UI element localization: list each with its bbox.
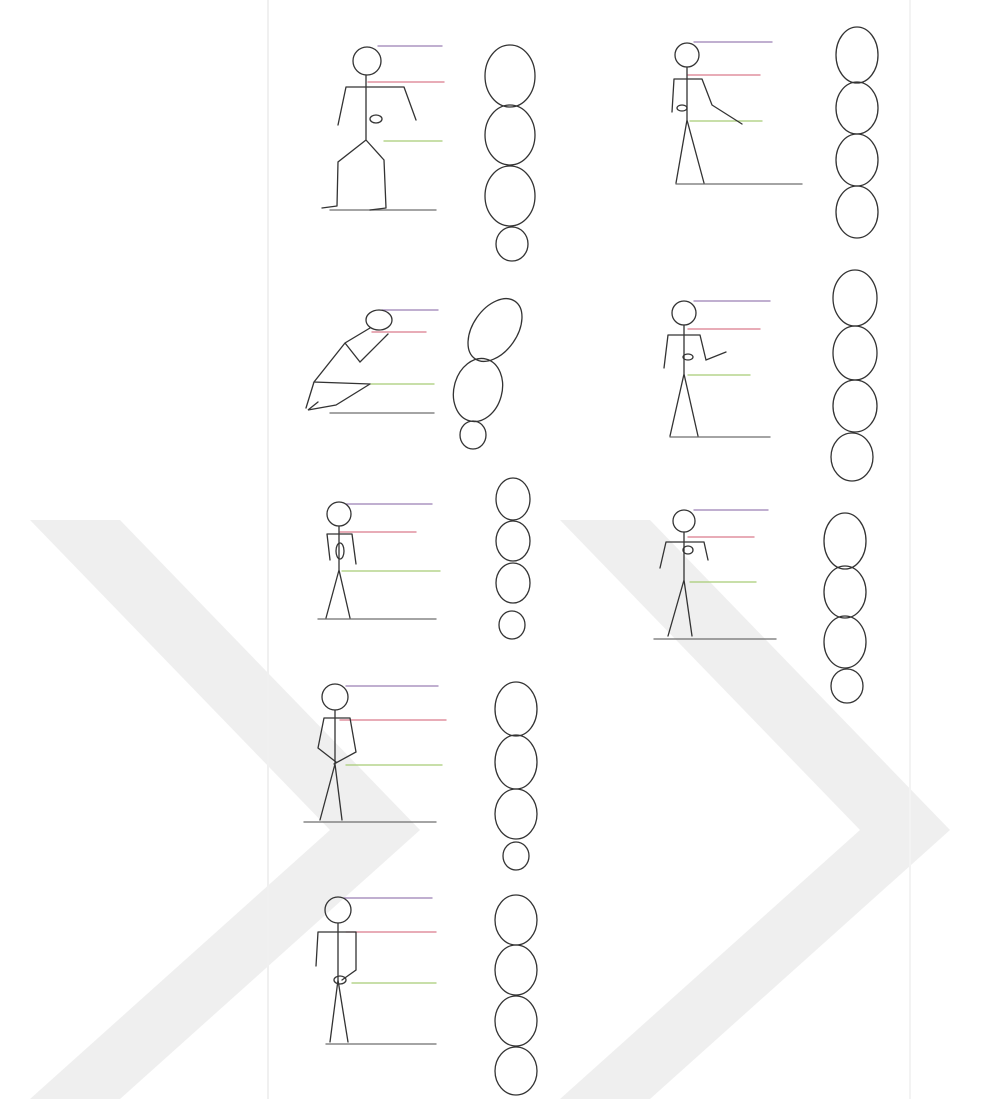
pose-study-sheet: [0, 0, 984, 1099]
